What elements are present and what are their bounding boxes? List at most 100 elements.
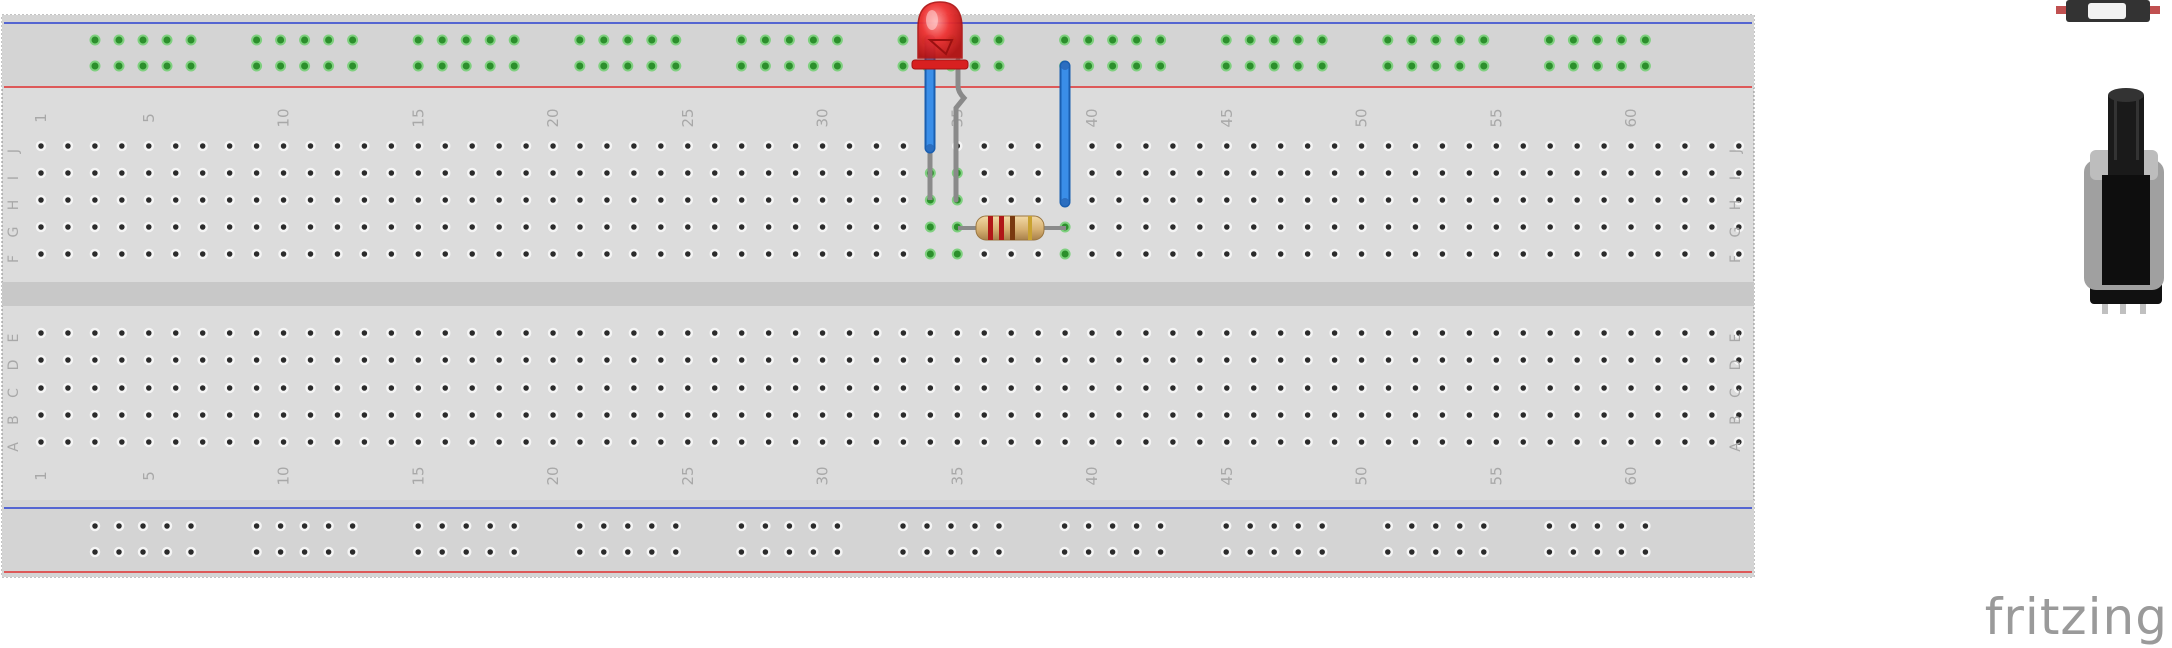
breadboard-hole[interactable] — [709, 409, 720, 421]
breadboard-hole[interactable] — [89, 546, 101, 558]
breadboard-hole[interactable] — [1194, 436, 1206, 448]
breadboard-hole[interactable] — [763, 327, 774, 339]
breadboard-hole[interactable] — [520, 248, 532, 260]
breadboard-hole[interactable] — [89, 60, 101, 72]
breadboard-hole[interactable] — [1302, 409, 1313, 421]
breadboard-hole[interactable] — [508, 520, 520, 532]
breadboard-hole[interactable] — [332, 221, 343, 233]
breadboard-hole[interactable] — [1454, 520, 1466, 532]
breadboard-hole[interactable] — [1083, 34, 1095, 46]
breadboard-hole[interactable] — [440, 354, 451, 366]
breadboard-hole[interactable] — [1292, 520, 1304, 532]
breadboard-hole[interactable] — [628, 140, 640, 152]
breadboard-hole[interactable] — [520, 221, 532, 233]
breadboard-hole[interactable] — [1140, 167, 1152, 179]
breadboard-hole[interactable] — [1275, 248, 1286, 260]
breadboard-hole[interactable] — [359, 327, 370, 339]
breadboard-hole[interactable] — [1005, 140, 1017, 152]
breadboard-hole[interactable] — [359, 409, 370, 421]
breadboard-hole[interactable] — [1005, 354, 1017, 366]
breadboard-hole[interactable] — [278, 327, 289, 339]
breadboard-hole[interactable] — [1437, 354, 1448, 366]
breadboard-hole[interactable] — [1292, 546, 1304, 558]
breadboard-hole[interactable] — [1544, 382, 1556, 394]
breadboard-hole[interactable] — [898, 436, 909, 448]
breadboard-hole[interactable] — [763, 140, 774, 152]
breadboard-hole[interactable] — [1518, 382, 1529, 394]
breadboard-hole[interactable] — [386, 194, 397, 206]
breadboard-hole[interactable] — [1107, 546, 1118, 558]
breadboard-hole[interactable] — [1625, 221, 1637, 233]
breadboard-hole[interactable] — [1518, 167, 1529, 179]
breadboard-hole[interactable] — [299, 520, 310, 532]
breadboard-hole[interactable] — [520, 194, 532, 206]
breadboard-hole[interactable] — [143, 409, 155, 421]
breadboard-hole[interactable] — [736, 354, 747, 366]
breadboard-hole[interactable] — [1544, 194, 1556, 206]
breadboard-hole[interactable] — [1356, 167, 1367, 179]
breadboard-hole[interactable] — [1464, 436, 1475, 448]
breadboard-hole[interactable] — [484, 520, 496, 532]
breadboard-hole[interactable] — [655, 167, 667, 179]
breadboard-hole[interactable] — [332, 409, 343, 421]
breadboard-hole[interactable] — [1410, 436, 1421, 448]
breadboard-hole[interactable] — [1194, 409, 1206, 421]
breadboard-hole[interactable] — [1652, 167, 1664, 179]
breadboard-hole[interactable] — [197, 194, 208, 206]
breadboard-hole[interactable] — [1464, 140, 1475, 152]
breadboard-hole[interactable] — [601, 248, 613, 260]
breadboard-hole[interactable] — [1248, 221, 1259, 233]
breadboard-hole[interactable] — [790, 140, 801, 152]
breadboard-hole[interactable] — [790, 194, 801, 206]
breadboard-hole[interactable] — [670, 520, 682, 532]
breadboard-hole[interactable] — [1086, 221, 1098, 233]
breadboard-hole[interactable] — [979, 167, 990, 179]
breadboard-hole[interactable] — [844, 327, 855, 339]
breadboard-hole[interactable] — [1167, 140, 1179, 152]
breadboard-hole[interactable] — [759, 60, 771, 72]
breadboard-hole[interactable] — [1518, 248, 1529, 260]
breadboard-hole[interactable] — [897, 520, 909, 532]
breadboard-hole[interactable] — [1518, 327, 1529, 339]
breadboard-hole[interactable] — [1083, 60, 1095, 72]
breadboard-hole[interactable] — [224, 436, 235, 448]
breadboard-hole[interactable] — [670, 60, 682, 72]
breadboard-hole[interactable] — [628, 194, 640, 206]
breadboard-hole[interactable] — [1167, 194, 1179, 206]
breadboard-hole[interactable] — [655, 221, 667, 233]
breadboard-hole[interactable] — [278, 436, 289, 448]
breadboard-hole[interactable] — [1491, 354, 1502, 366]
breadboard-hole[interactable] — [622, 546, 634, 558]
breadboard-hole[interactable] — [520, 436, 532, 448]
breadboard-hole[interactable] — [844, 194, 855, 206]
breadboard-hole[interactable] — [682, 194, 694, 206]
breadboard-hole[interactable] — [601, 409, 613, 421]
breadboard-hole[interactable] — [1220, 520, 1232, 532]
breadboard-hole[interactable] — [646, 546, 658, 558]
breadboard-hole[interactable] — [1302, 140, 1313, 152]
breadboard-hole[interactable] — [790, 221, 801, 233]
breadboard-hole[interactable] — [275, 34, 287, 46]
breadboard-hole[interactable] — [790, 382, 801, 394]
breadboard-hole[interactable] — [466, 221, 478, 233]
breadboard-hole[interactable] — [898, 409, 909, 421]
breadboard-hole[interactable] — [436, 520, 448, 532]
breadboard-hole[interactable] — [574, 60, 586, 72]
breadboard-hole[interactable] — [1518, 221, 1529, 233]
breadboard-hole[interactable] — [655, 409, 667, 421]
breadboard-hole[interactable] — [493, 140, 505, 152]
breadboard-hole[interactable] — [628, 382, 640, 394]
breadboard-hole[interactable] — [1625, 327, 1637, 339]
breadboard-hole[interactable] — [1706, 409, 1718, 421]
breadboard-hole[interactable] — [170, 436, 181, 448]
breadboard-hole[interactable] — [161, 34, 173, 46]
breadboard-hole[interactable] — [574, 221, 586, 233]
breadboard-hole[interactable] — [736, 248, 747, 260]
breadboard-hole[interactable] — [601, 382, 613, 394]
breadboard-hole[interactable] — [1167, 354, 1179, 366]
breadboard-hole[interactable] — [1329, 140, 1340, 152]
breadboard-hole[interactable] — [763, 248, 774, 260]
breadboard-hole[interactable] — [359, 194, 370, 206]
breadboard-hole[interactable] — [735, 34, 747, 46]
breadboard-hole[interactable] — [1591, 34, 1603, 46]
